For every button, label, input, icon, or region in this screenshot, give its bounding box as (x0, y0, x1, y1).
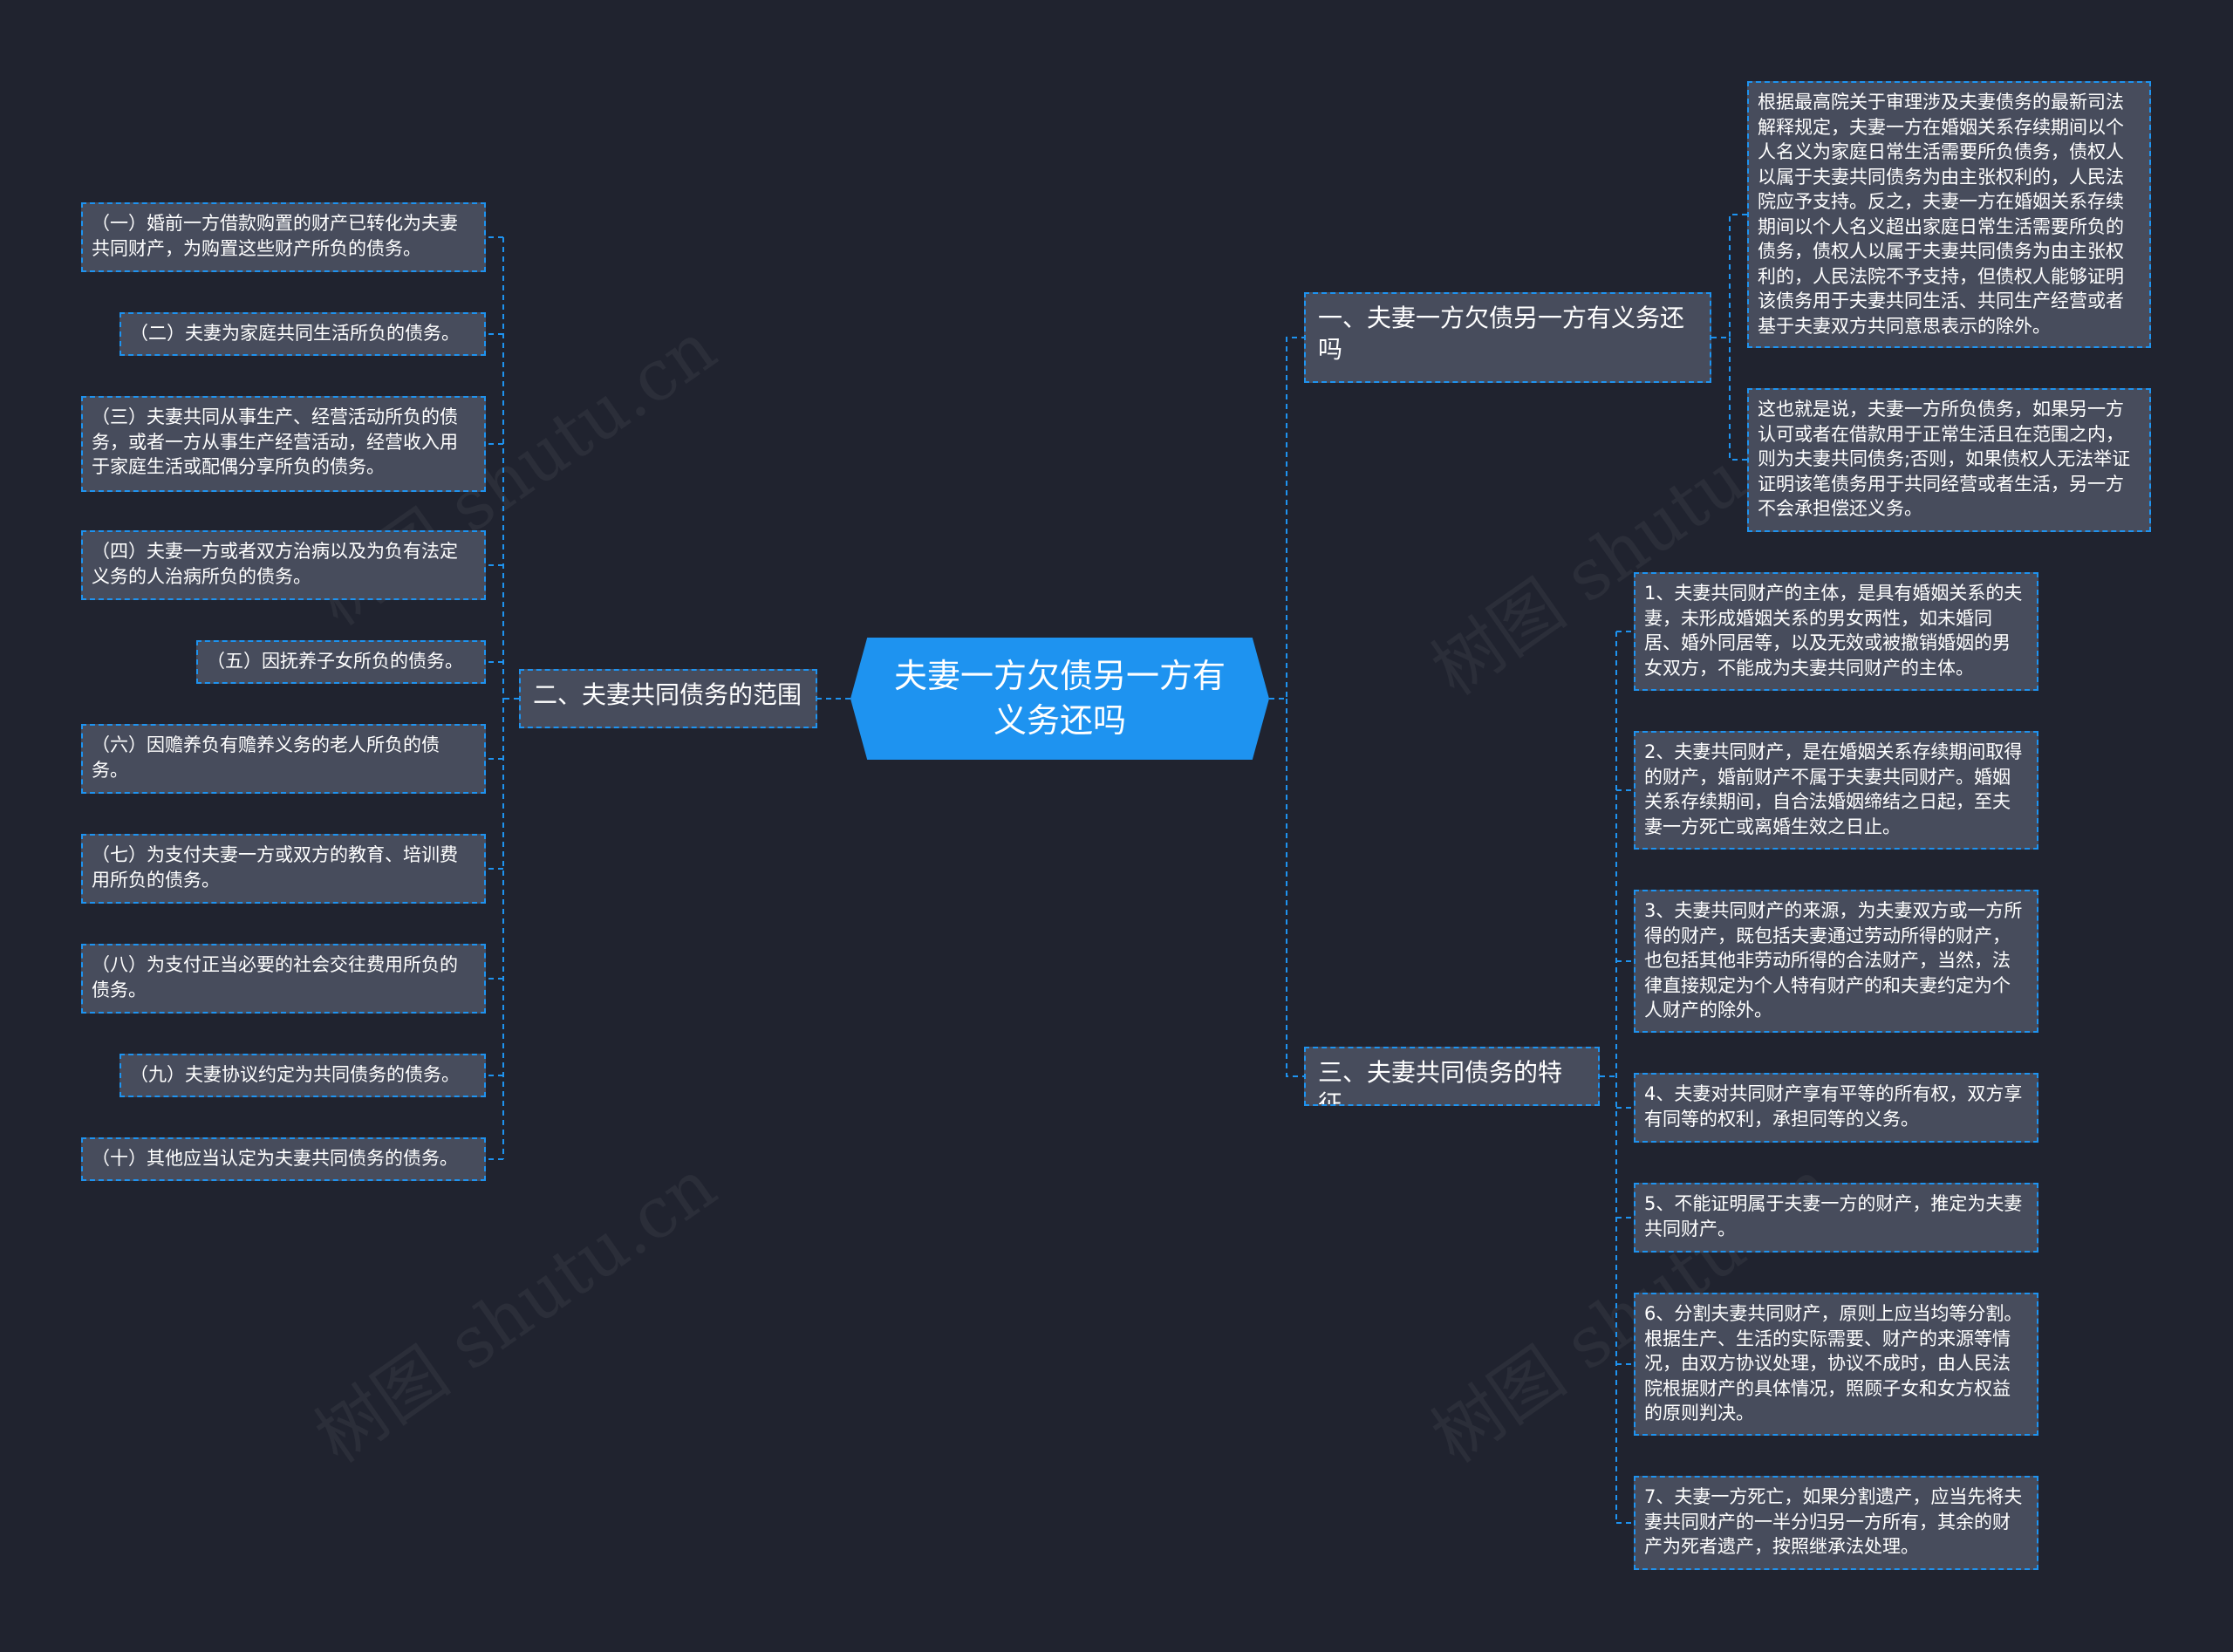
leaf-node[interactable]: 1、夫妻共同财产的主体，是具有婚姻关系的夫妻，未形成婚姻关系的男女两性，如未婚同… (1634, 572, 2038, 691)
leaf-node[interactable]: （十）其他应当认定为夫妻共同债务的债务。 (81, 1137, 486, 1181)
connector-line (1711, 214, 1747, 338)
central-topic[interactable]: 夫妻一方欠债另一方有义务还吗 (850, 638, 1269, 760)
branch-node-3[interactable]: 三、夫妻共同债务的特征 (1304, 1047, 1600, 1106)
leaf-node[interactable]: 2、夫妻共同财产，是在婚姻关系存续期间取得的财产，婚前财产不属于夫妻共同财产。婚… (1634, 731, 2038, 850)
leaf-node[interactable]: 6、分割夫妻共同财产，原则上应当均等分割。根据生产、生活的实际需要、财产的来源等… (1634, 1293, 2038, 1436)
central-topic-label: 夫妻一方欠债另一方有义务还吗 (893, 656, 1226, 740)
leaf-node[interactable]: 7、夫妻一方死亡，如果分割遗产，应当先将夫妻共同财产的一半分归另一方所有，其余的… (1634, 1476, 2038, 1570)
leaf-node[interactable]: （五）因抚养子女所负的债务。 (196, 640, 486, 684)
connector-line (1729, 338, 1747, 461)
leaf-node[interactable]: （六）因赡养负有赡养义务的老人所负的债务。 (81, 724, 486, 794)
branch-node-2[interactable]: 二、夫妻共同债务的范围 (519, 669, 817, 728)
leaf-node[interactable]: （一）婚前一方借款购置的财产已转化为夫妻共同财产，为购置这些财产所负的债务。 (81, 202, 486, 272)
leaf-node[interactable]: （八）为支付正当必要的社会交往费用所负的债务。 (81, 944, 486, 1014)
connector-line (1286, 699, 1304, 1077)
leaf-node[interactable]: （四）夫妻一方或者双方治病以及为负有法定义务的人治病所负的债务。 (81, 530, 486, 600)
branch-node-1[interactable]: 一、夫妻一方欠债另一方有义务还吗 (1304, 292, 1711, 383)
leaf-node[interactable]: 3、夫妻共同财产的来源，为夫妻双方或一方所得的财产，既包括夫妻通过劳动所得的财产… (1634, 890, 2038, 1033)
leaf-node[interactable]: 4、夫妻对共同财产享有平等的所有权，双方享有同等的权利，承担同等的义务。 (1634, 1073, 2038, 1143)
leaf-node[interactable]: 这也就是说，夫妻一方所负债务，如果另一方认可或者在借款用于正常生活且在范围之内，… (1747, 388, 2151, 532)
leaf-node[interactable]: （九）夫妻协议约定为共同债务的债务。 (120, 1054, 486, 1097)
leaf-node[interactable]: （二）夫妻为家庭共同生活所负的债务。 (120, 312, 486, 356)
leaf-node[interactable]: （三）夫妻共同从事生产、经营活动所负的债务，或者一方从事生产经营活动，经营收入用… (81, 396, 486, 492)
leaf-node[interactable]: （七）为支付夫妻一方或双方的教育、培训费用所负的债务。 (81, 834, 486, 904)
leaf-node[interactable]: 根据最高院关于审理涉及夫妻债务的最新司法解释规定，夫妻一方在婚姻关系存续期间以个… (1747, 81, 2151, 348)
connector-line (1269, 337, 1304, 700)
leaf-node[interactable]: 5、不能证明属于夫妻一方的财产，推定为夫妻共同财产。 (1634, 1183, 2038, 1253)
